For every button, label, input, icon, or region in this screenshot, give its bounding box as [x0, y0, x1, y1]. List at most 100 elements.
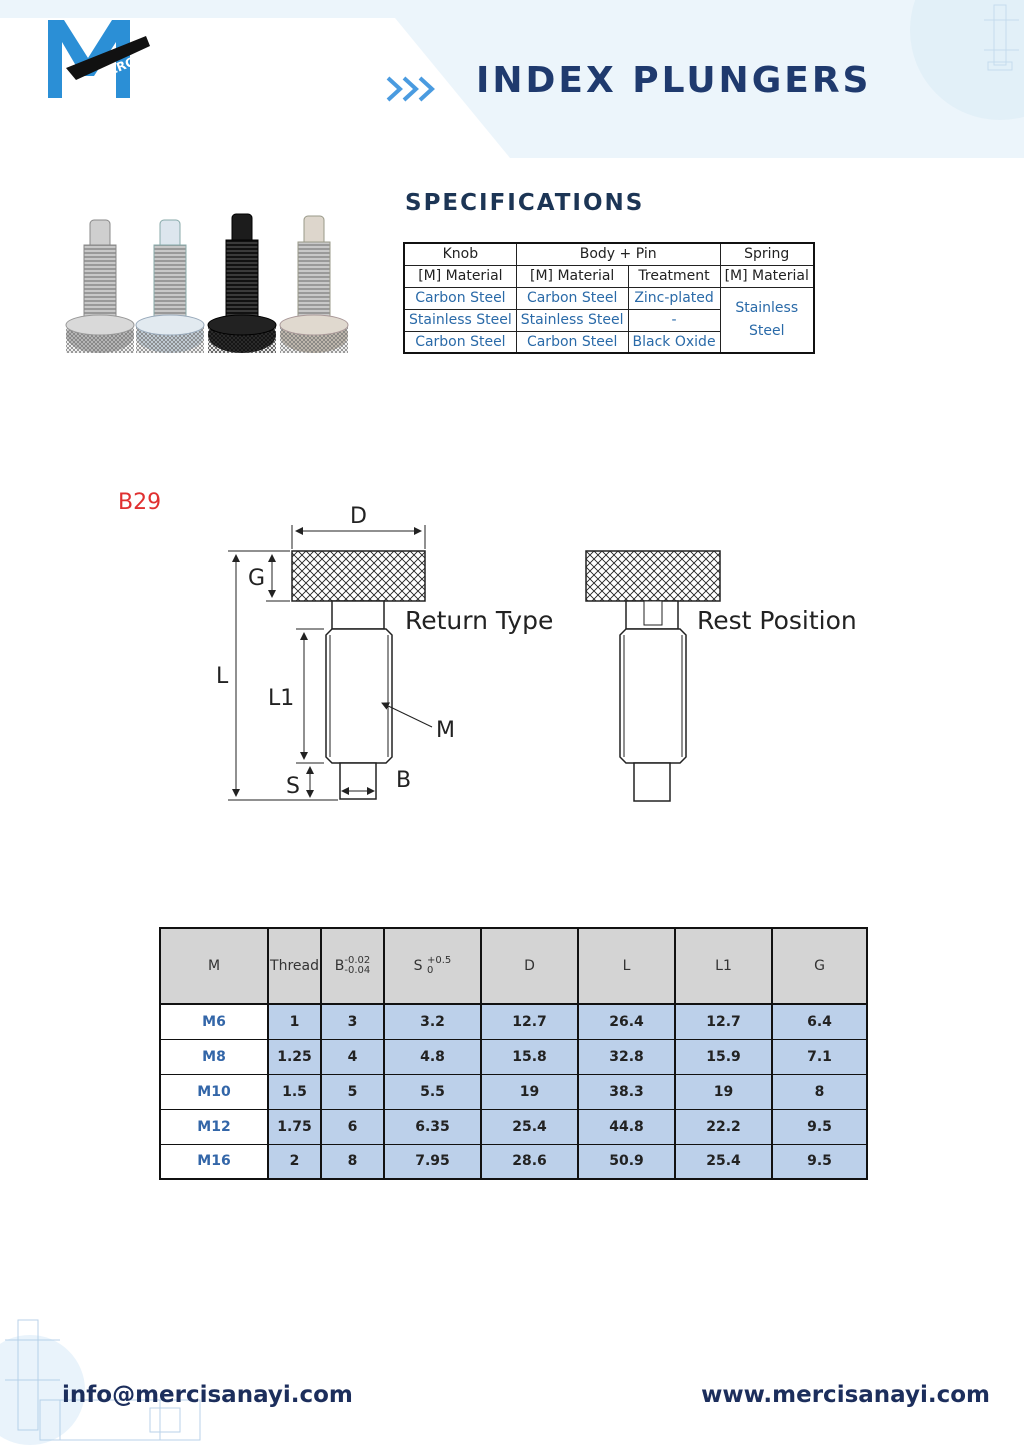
cell-d: 25.4 — [480, 1108, 579, 1145]
table-row: M10 1.5 5 5.5 19 38.3 19 8 — [159, 1073, 868, 1110]
cell-d: 19 — [480, 1073, 579, 1110]
cell-s: 7.95 — [383, 1143, 482, 1180]
header-band — [0, 0, 1024, 160]
cell-l1: 19 — [674, 1073, 773, 1110]
col-s-upper-tol: +0.5 — [427, 955, 452, 966]
merci-logo: MERCI — [48, 20, 150, 98]
cell-m: M12 — [159, 1108, 269, 1145]
subheader-body-material: [M] Material — [515, 264, 629, 288]
cell-l1: 15.9 — [674, 1038, 773, 1075]
rest-position-drawing: Rest Position — [585, 550, 857, 802]
cell-thread: 1.5 — [267, 1073, 322, 1110]
body-material: Carbon Steel — [515, 286, 629, 310]
label-b: B — [396, 768, 411, 793]
col-s-symbol: S — [413, 958, 423, 974]
cell-g: 9.5 — [771, 1143, 868, 1180]
cell-g: 7.1 — [771, 1038, 868, 1075]
cell-l: 50.9 — [577, 1143, 676, 1180]
table-row: M12 1.75 6 6.35 25.4 44.8 22.2 9.5 — [159, 1108, 868, 1145]
col-thread: Thread — [267, 927, 322, 1005]
subheader-spring-material: [M] Material — [719, 264, 815, 288]
label-d: D — [350, 504, 367, 529]
col-b-symbol: B — [334, 958, 345, 974]
col-b-upper-tol: -0.02 — [344, 955, 371, 966]
body-material: Stainless Steel — [515, 308, 629, 332]
header-spring: Spring — [719, 242, 815, 266]
cell-m: M8 — [159, 1038, 269, 1075]
col-s-lower-tol: 0 — [427, 965, 434, 976]
cell-m: M16 — [159, 1143, 269, 1180]
cell-l: 44.8 — [577, 1108, 676, 1145]
label-l1: L1 — [268, 686, 294, 711]
col-b-lower-tol: -0.04 — [344, 965, 371, 976]
cell-thread: 2 — [267, 1143, 322, 1180]
knob-material: Carbon Steel — [403, 330, 517, 354]
header-knob: Knob — [403, 242, 517, 266]
table-row: M16 2 8 7.95 28.6 50.9 25.4 9.5 — [159, 1143, 868, 1180]
cell-s: 3.2 — [383, 1003, 482, 1040]
col-b: B-0.02-0.04 — [320, 927, 385, 1005]
knob-material: Stainless Steel — [403, 308, 517, 332]
subheader-treatment: Treatment — [627, 264, 721, 288]
return-type-drawing: D L G L1 S B M Return Type — [216, 504, 553, 801]
specifications-table: Knob Body + Pin Spring [M] Material [M] … — [403, 242, 815, 354]
product-photo — [65, 213, 349, 353]
plunger-photo-1 — [65, 219, 135, 353]
chevron-arrows-icon — [386, 76, 435, 102]
col-m: M — [159, 927, 269, 1005]
treatment: Zinc-plated — [627, 286, 721, 310]
label-l: L — [216, 664, 229, 689]
model-code: B29 — [118, 490, 162, 515]
label-m: M — [436, 718, 455, 743]
plunger-photo-2 — [135, 219, 205, 353]
knob-material: Carbon Steel — [403, 286, 517, 310]
table-row: M8 1.25 4 4.8 15.8 32.8 15.9 7.1 — [159, 1038, 868, 1075]
blueprint-decoration — [0, 1319, 201, 1445]
cell-l: 38.3 — [577, 1073, 676, 1110]
header-body-pin: Body + Pin — [515, 242, 721, 266]
cell-s: 6.35 — [383, 1108, 482, 1145]
spring-material: Stainless Steel — [719, 286, 815, 354]
footer-email-link[interactable]: info@mercisanayi.com — [62, 1382, 353, 1408]
footer-website-link[interactable]: www.mercisanayi.com — [701, 1382, 990, 1408]
technical-drawing: D L G L1 S B M Return Type Rest — [216, 504, 857, 802]
label-g: G — [248, 566, 265, 591]
cell-l: 26.4 — [577, 1003, 676, 1040]
cell-d: 15.8 — [480, 1038, 579, 1075]
cell-b: 5 — [320, 1073, 385, 1110]
col-d: D — [480, 927, 579, 1005]
return-type-label: Return Type — [405, 606, 553, 635]
cell-b: 3 — [320, 1003, 385, 1040]
cell-m: M10 — [159, 1073, 269, 1110]
treatment: - — [627, 308, 721, 332]
cell-g: 6.4 — [771, 1003, 868, 1040]
spring-material-line1: Stainless — [735, 299, 799, 316]
cell-l: 32.8 — [577, 1038, 676, 1075]
treatment: Black Oxide — [627, 330, 721, 354]
cell-d: 28.6 — [480, 1143, 579, 1180]
cell-l1: 22.2 — [674, 1108, 773, 1145]
cell-thread: 1 — [267, 1003, 322, 1040]
table-row: Carbon Steel Carbon Steel Black Oxide — [403, 330, 814, 354]
cell-b: 8 — [320, 1143, 385, 1180]
cell-s: 4.8 — [383, 1038, 482, 1075]
cell-m: M6 — [159, 1003, 269, 1040]
cell-l1: 25.4 — [674, 1143, 773, 1180]
cell-g: 8 — [771, 1073, 868, 1110]
spring-material-line2: Steel — [748, 322, 785, 339]
cell-b: 6 — [320, 1108, 385, 1145]
table-row: Stainless Steel Stainless Steel - — [403, 308, 814, 332]
label-s: S — [286, 774, 300, 799]
plunger-photo-4 — [279, 215, 349, 353]
subheader-knob-material: [M] Material — [403, 264, 517, 288]
cell-b: 4 — [320, 1038, 385, 1075]
rest-position-label: Rest Position — [697, 606, 857, 635]
body-material: Carbon Steel — [515, 330, 629, 354]
page-title: INDEX PLUNGERS — [476, 60, 872, 101]
cell-l1: 12.7 — [674, 1003, 773, 1040]
cell-s: 5.5 — [383, 1073, 482, 1110]
col-l1: L1 — [674, 927, 773, 1005]
col-g: G — [771, 927, 868, 1005]
